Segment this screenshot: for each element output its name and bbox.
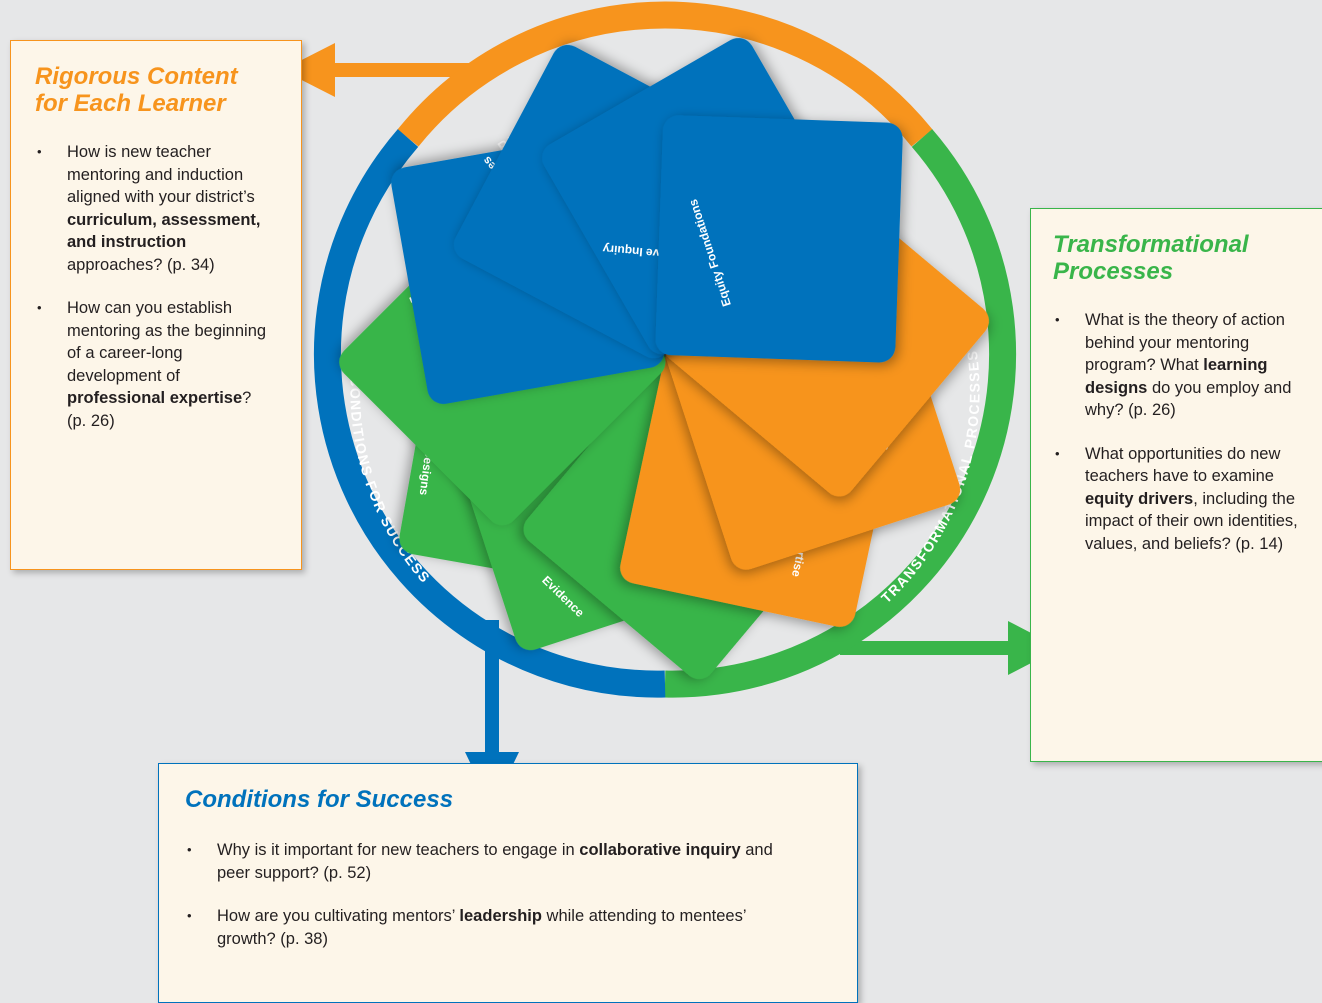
rigorous-content-title: Rigorous Content for Each Learner [35, 63, 277, 117]
list-item: Why is it important for new teachers to … [185, 839, 795, 884]
list-item: How can you establish mentoring as the b… [35, 297, 275, 432]
rigorous-question-list: How is new teacher mentoring and inducti… [35, 141, 275, 432]
ring-segment-transformational [664, 129, 1017, 698]
list-item: What opportunities do new teachers have … [1053, 443, 1303, 556]
card-equity-foundations: Equity Foundations [655, 115, 903, 363]
conditions-question-list: Why is it important for new teachers to … [185, 839, 795, 950]
list-item: How are you cultivating mentors’ leaders… [185, 905, 795, 950]
conditions-for-success-box: Conditions for Success Why is it importa… [158, 763, 858, 1003]
transformational-title-line1: Transformational [1053, 231, 1249, 258]
rigorous-title-line1: Rigorous Content [35, 63, 238, 90]
cards-fan: Learning DesignsEvidenceEquity DriversPr… [339, 38, 989, 679]
arrow-rigorous [282, 43, 470, 97]
ring-segment-conditions [313, 129, 666, 698]
transformational-processes-box: Transformational Processes What is the t… [1030, 208, 1322, 762]
ring-segment-rigorous [397, 1, 933, 147]
transformational-title: Transformational Processes [1053, 231, 1309, 285]
list-item: What is the theory of action behind your… [1053, 309, 1303, 422]
conditions-title: Conditions for Success [185, 786, 454, 813]
rigorous-title-line2: for Each Learner [35, 90, 226, 117]
list-item: How is new teacher mentoring and inducti… [35, 141, 275, 276]
rigorous-content-box: Rigorous Content for Each Learner How is… [10, 40, 302, 570]
transformational-title-line2: Processes [1053, 258, 1174, 285]
transformational-question-list: What is the theory of action behind your… [1053, 309, 1303, 555]
